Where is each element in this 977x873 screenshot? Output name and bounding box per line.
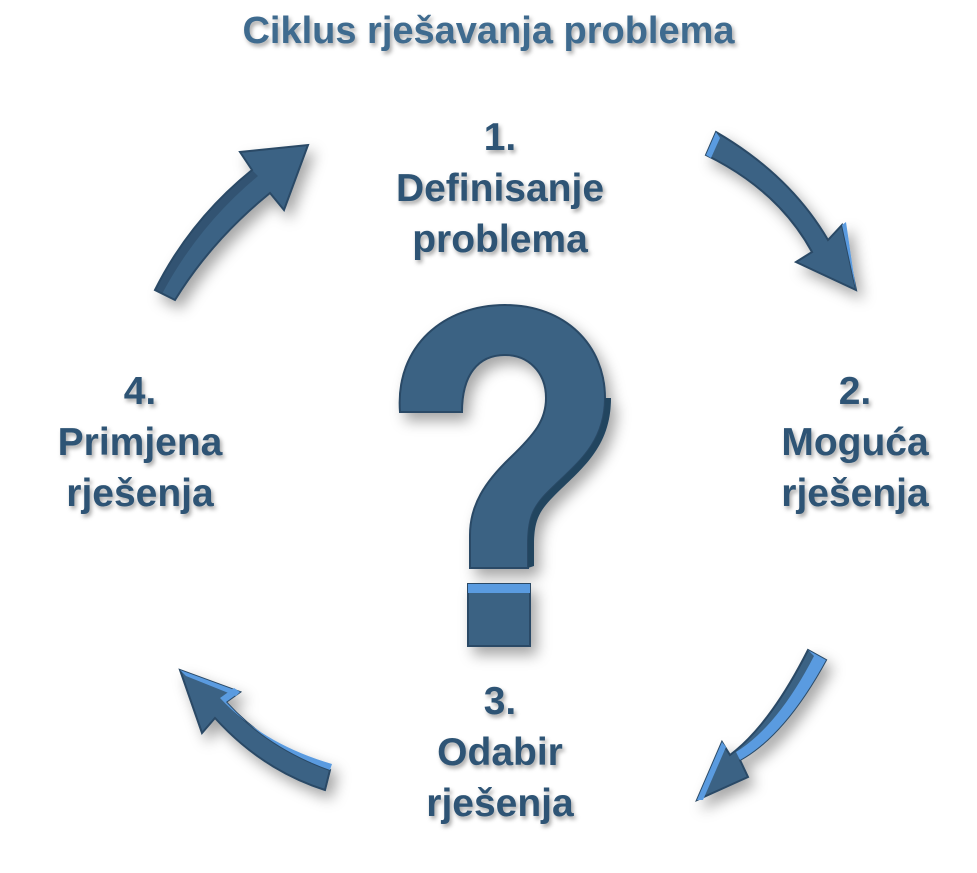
- step-number: 4.: [123, 370, 157, 413]
- arrow-step2-to-step3: [695, 648, 828, 802]
- step-number: 3.: [483, 680, 517, 723]
- arrow-step1-to-step2: [704, 130, 858, 292]
- arrow-step3-to-step4: [178, 668, 332, 792]
- step-number: 2.: [838, 370, 872, 413]
- step-2: 2. Moguća rješenja: [735, 366, 975, 519]
- step-4: 4. Primjena rješenja: [20, 366, 260, 519]
- step-label-line: Moguća: [781, 421, 929, 464]
- step-label-line: rješenja: [426, 782, 574, 825]
- step-number: 1.: [483, 116, 517, 159]
- arrow-step4-to-step1: [153, 143, 310, 302]
- question-mark-icon: [398, 303, 611, 647]
- step-label-line: Odabir: [437, 731, 563, 774]
- step-label-line: problema: [412, 218, 588, 261]
- step-label-line: Definisanje: [395, 167, 605, 210]
- step-1: 1. Definisanje problema: [340, 112, 660, 265]
- step-label-line: rješenja: [781, 472, 929, 515]
- step-3: 3. Odabir rješenja: [360, 676, 640, 829]
- step-label-line: Primjena: [57, 421, 223, 464]
- diagram-title: Ciklus rješavanja problema: [242, 10, 735, 52]
- step-label-line: rješenja: [66, 472, 214, 515]
